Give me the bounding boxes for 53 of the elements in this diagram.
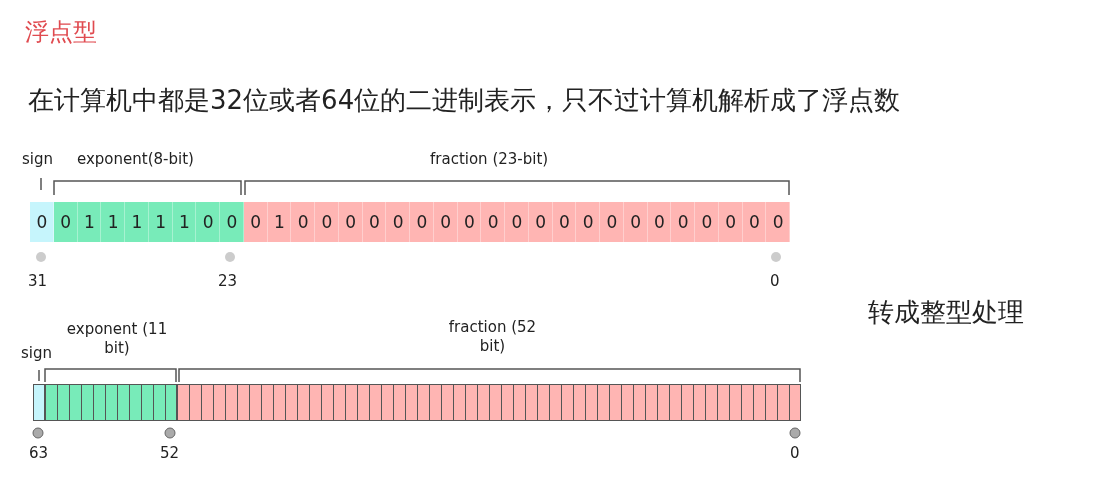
field-label: fraction (23-bit) — [430, 150, 549, 169]
bit-field-bar — [243, 202, 790, 242]
note-text: 转成整型处理 — [868, 296, 1024, 329]
bit-digit: 0 — [415, 212, 429, 232]
bit-digit: 0 — [462, 212, 476, 232]
bit-digit: 0 — [676, 212, 690, 232]
bit-digit: 0 — [771, 212, 785, 232]
bit-field-bar — [53, 202, 244, 242]
description-text: 在计算机中都是32位或者64位的二进制表示，只不过计算机解析成了浮点数 — [28, 84, 901, 117]
bit-digit: 0 — [605, 212, 619, 232]
bit-digit: 1 — [177, 212, 191, 232]
bit-digit: 0 — [581, 212, 595, 232]
bit-digit: 0 — [320, 212, 334, 232]
bit-index: 0 — [770, 272, 780, 291]
bit-digit: 0 — [652, 212, 666, 232]
bit-digit: 1 — [82, 212, 96, 232]
bit-digit: 1 — [272, 212, 286, 232]
field-label: exponent (11 bit) — [65, 320, 169, 358]
bit-digit: 0 — [35, 212, 49, 232]
bit-index: 23 — [218, 272, 238, 291]
bit-digit: 0 — [225, 212, 239, 232]
bit-index: 52 — [160, 444, 180, 463]
bit-field-bar — [33, 384, 45, 421]
bit-digit: 0 — [391, 212, 405, 232]
field-label: sign — [21, 344, 52, 363]
bit-field-bar — [177, 384, 801, 421]
field-label: sign — [22, 150, 53, 169]
bit-field-bar — [30, 202, 54, 242]
bit-digit: 0 — [700, 212, 714, 232]
bit-digit: 0 — [486, 212, 500, 232]
bit-digit: 0 — [629, 212, 643, 232]
bit-field-bar — [45, 384, 177, 421]
bit-digit: 0 — [249, 212, 263, 232]
bit-digit: 0 — [296, 212, 310, 232]
bit-digit: 1 — [130, 212, 144, 232]
bit-digit: 1 — [106, 212, 120, 232]
bit-digit: 0 — [724, 212, 738, 232]
bit-digit: 0 — [747, 212, 761, 232]
bit-index: 0 — [790, 444, 800, 463]
bit-digit: 0 — [367, 212, 381, 232]
field-label: fraction (52 bit) — [447, 318, 538, 356]
bit-digit: 0 — [59, 212, 73, 232]
field-label: exponent(8-bit) — [77, 150, 194, 169]
bit-digit: 0 — [344, 212, 358, 232]
bit-digit: 0 — [439, 212, 453, 232]
bit-digit: 0 — [557, 212, 571, 232]
bit-digit: 0 — [201, 212, 215, 232]
bit-digit: 0 — [510, 212, 524, 232]
bit-digit: 0 — [534, 212, 548, 232]
bit-index: 63 — [29, 444, 49, 463]
bit-index: 31 — [28, 272, 48, 291]
title: 浮点型 — [25, 17, 97, 48]
bit-digit: 1 — [154, 212, 168, 232]
